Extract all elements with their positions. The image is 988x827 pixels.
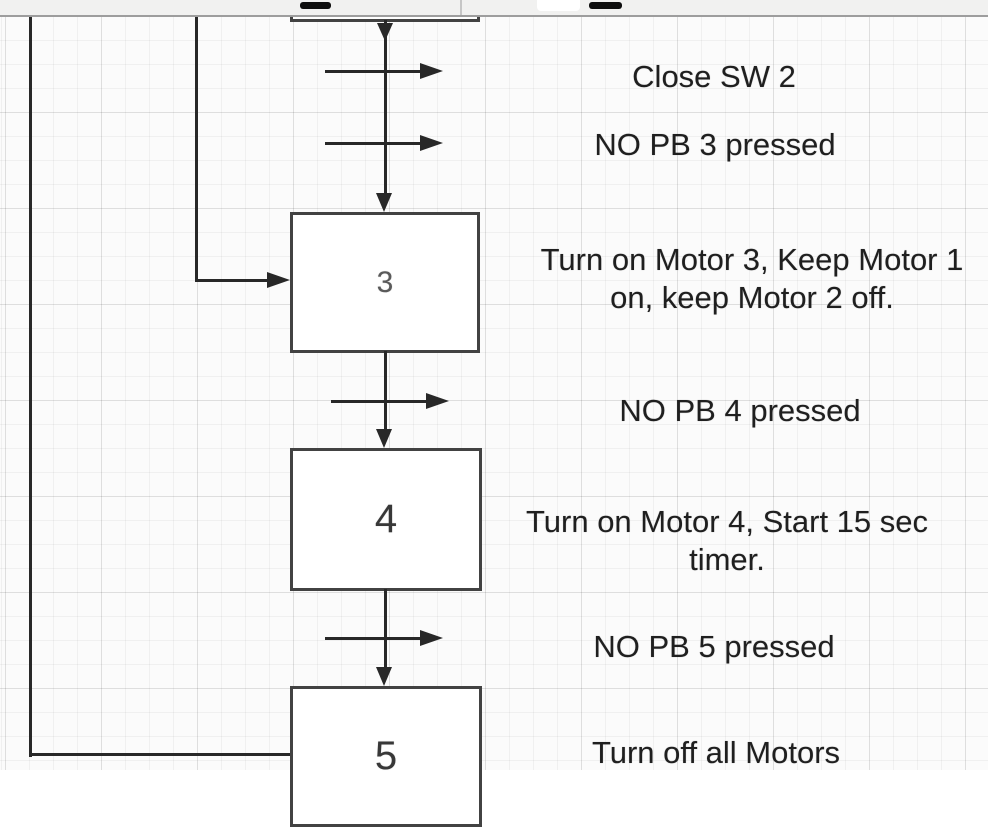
flow-line-4-to-5[interactable]: [384, 589, 387, 668]
step-box-4[interactable]: 4: [290, 448, 482, 591]
arrowhead-into-step5: [376, 667, 392, 686]
transition-bar: [325, 70, 421, 73]
transition-arrowhead: [420, 135, 443, 151]
step-5-label: 5: [374, 734, 398, 778]
return-connector-vertical[interactable]: [29, 15, 32, 757]
arrowhead-into-step3: [376, 193, 392, 212]
step-4-label: 4: [374, 497, 398, 541]
entry-connector-vertical[interactable]: [195, 15, 198, 282]
top-ui-strip: [0, 0, 988, 17]
entry-connector-horizontal[interactable]: [195, 279, 267, 282]
top-strip-mark-right: [589, 2, 622, 9]
action-text-line: timer.: [689, 542, 765, 577]
arrowhead-into-step4: [376, 429, 392, 448]
transition-arrowhead: [420, 630, 443, 646]
action-text-line: Turn on Motor 3, Keep Motor 1: [540, 242, 964, 277]
top-strip-mark-left: [300, 2, 331, 9]
step-3-label: 3: [376, 265, 394, 299]
transition-label-close-sw2[interactable]: Close SW 2: [632, 59, 796, 94]
arrowhead-into-step3-left: [267, 272, 290, 288]
transition-label-no-pb4[interactable]: NO PB 4 pressed: [619, 393, 861, 428]
action-text-line: Turn off all Motors: [591, 735, 841, 770]
step-box-3[interactable]: 3: [290, 212, 480, 353]
transition-bar: [331, 400, 427, 403]
transition-arrowhead: [420, 63, 443, 79]
top-strip-separator: [460, 0, 462, 15]
step-box-5[interactable]: 5: [290, 686, 482, 827]
transition-label-no-pb3[interactable]: NO PB 3 pressed: [594, 127, 836, 162]
action-text-step4[interactable]: Turn on Motor 4, Start 15 sec timer.: [526, 503, 928, 579]
flow-line-3-to-4[interactable]: [384, 351, 387, 430]
action-text-line: on, keep Motor 2 off.: [610, 280, 894, 315]
transition-bar: [325, 637, 421, 640]
top-strip-highlight: [537, 0, 580, 11]
action-text-step3[interactable]: Turn on Motor 3, Keep Motor 1 on, keep M…: [541, 241, 964, 317]
action-text-step5[interactable]: Turn off all Motors: [592, 734, 840, 772]
flow-line-previous-to-3[interactable]: [384, 20, 387, 196]
action-text-line: Turn on Motor 4, Start 15 sec: [525, 504, 929, 539]
transition-bar: [325, 142, 421, 145]
return-connector-horizontal[interactable]: [29, 753, 293, 756]
transition-arrowhead: [426, 393, 449, 409]
transition-label-no-pb5[interactable]: NO PB 5 pressed: [593, 629, 835, 664]
